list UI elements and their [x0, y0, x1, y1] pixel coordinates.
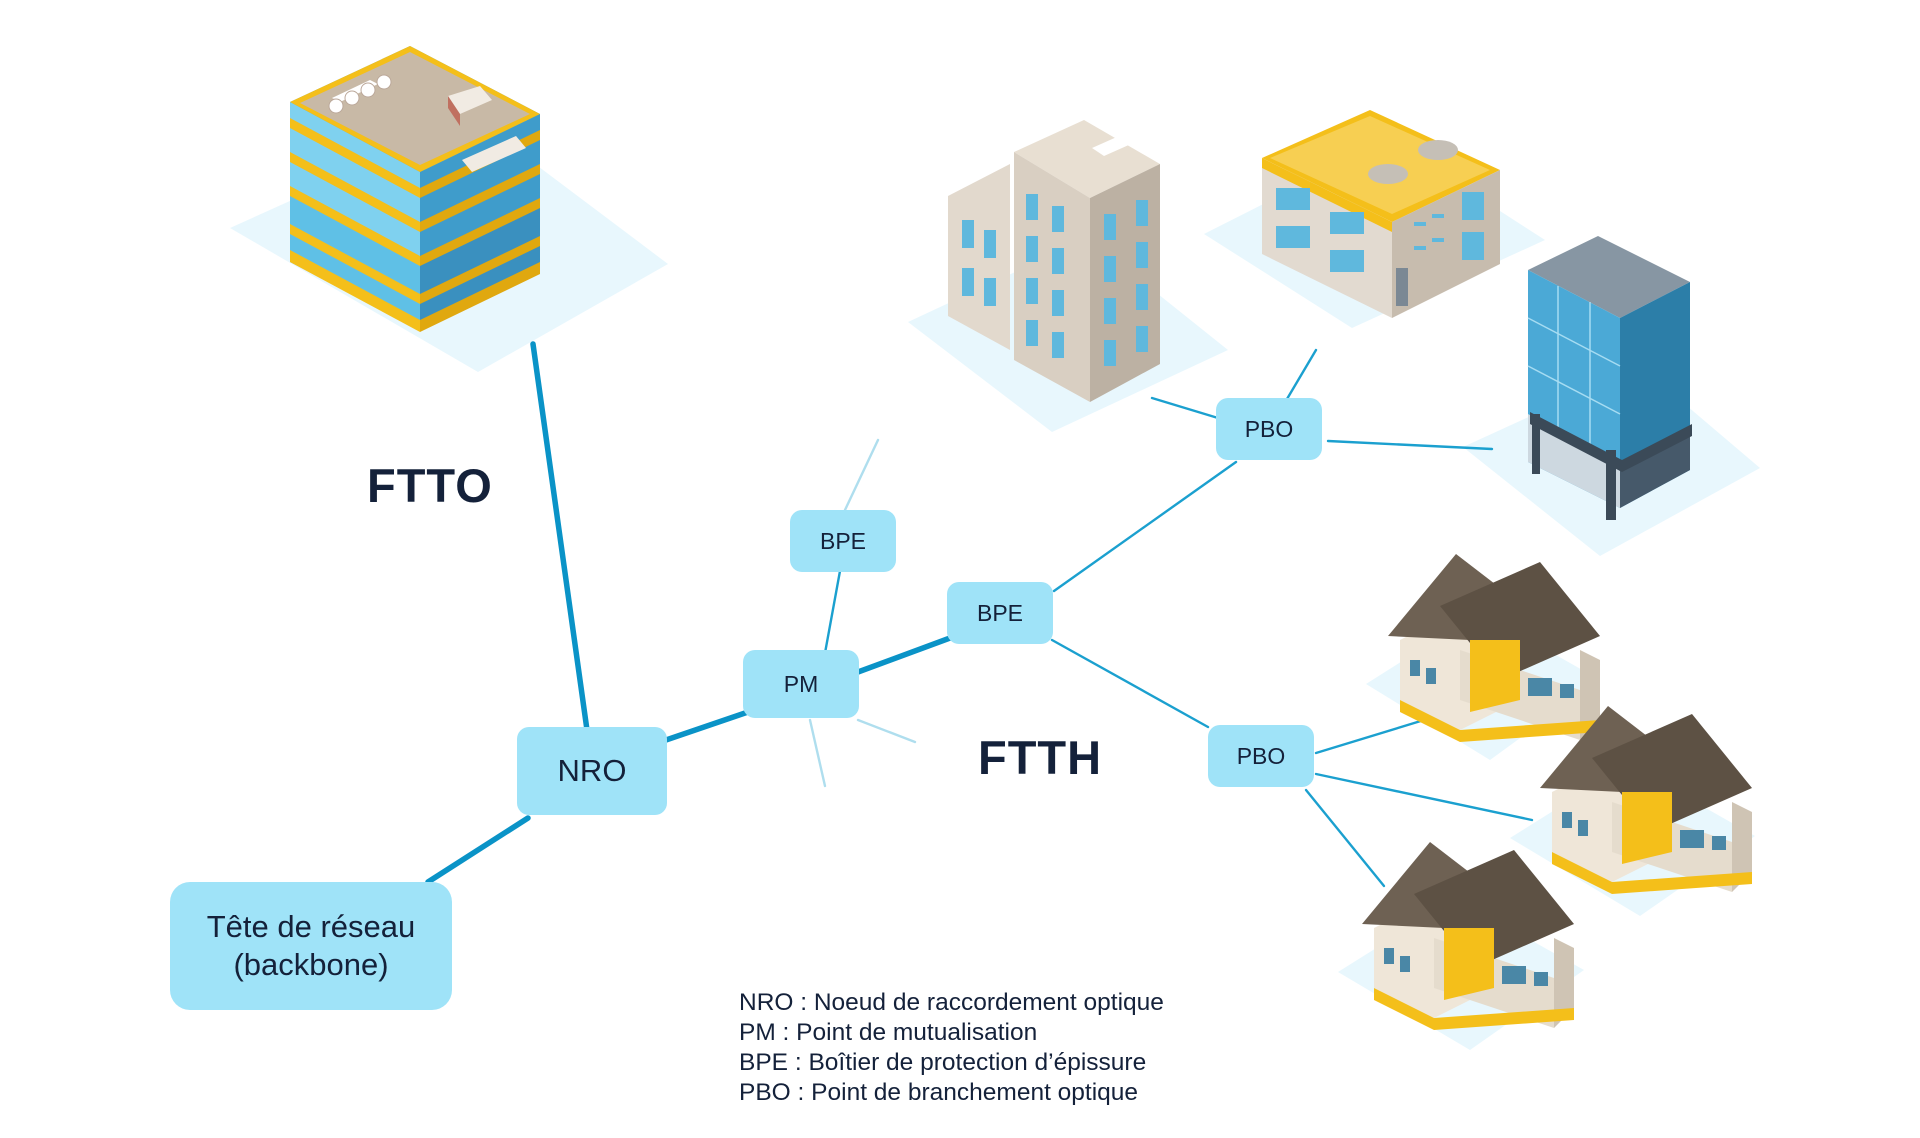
- rooftop-fan-icon: [344, 90, 360, 106]
- legend-item-pbo: PBO : Point de branchement optique: [739, 1079, 1139, 1106]
- rooftop-fan-icon: [376, 74, 392, 90]
- pbo-houses-label: PBO: [1236, 742, 1286, 769]
- pbo-houses-node: PBO: [1208, 725, 1314, 787]
- legend: NRO : Noeud de raccordement optique PM :…: [739, 988, 1164, 1108]
- rooftop-fan-icon: [328, 98, 344, 114]
- link-pbo-flatroof: [1285, 348, 1318, 401]
- ftto-zone-label: FTTO: [367, 459, 493, 512]
- link-pbo-house-1: [1314, 718, 1426, 755]
- link-pbo-apartment: [1150, 396, 1220, 420]
- backbone-label-line1: Tête de réseau: [206, 909, 416, 944]
- link-pbo-house-3: [1304, 788, 1386, 888]
- link-pm-stub-down: [808, 718, 827, 788]
- link-bpe-pbo-houses: [1050, 638, 1210, 729]
- bpe-main-label: BPE: [976, 599, 1024, 626]
- pbo-buildings-node: PBO: [1216, 398, 1322, 460]
- ftth-zone-label: FTTH: [978, 731, 1103, 784]
- link-pbo-house-2: [1314, 772, 1534, 822]
- link-pm-bpe-top: [823, 569, 842, 655]
- backbone-label-line2: (backbone): [233, 947, 389, 982]
- nro-node: NRO: [517, 727, 667, 815]
- pm-node: PM: [743, 650, 859, 718]
- link-backbone-nro: [425, 815, 531, 885]
- link-office-nro: [530, 341, 590, 733]
- link-nro-pm: [663, 709, 751, 743]
- backbone-node: Tête de réseau (backbone): [170, 882, 452, 1010]
- link-pm-stub-right: [856, 718, 917, 744]
- rooftop-tank-icon: [1418, 140, 1458, 160]
- bpe-main-node: BPE: [947, 582, 1053, 644]
- glass-tower-icon: [1527, 236, 1692, 520]
- rooftop-fan-icon: [360, 82, 376, 98]
- house-icon: [1388, 554, 1600, 742]
- legend-item-pm: PM : Point de mutualisation: [739, 1019, 1038, 1046]
- link-bpe-top-stub: [843, 438, 880, 512]
- legend-item-nro: NRO : Noeud de raccordement optique: [739, 989, 1164, 1016]
- bpe-top-label: BPE: [819, 527, 867, 554]
- legend-item-bpe: BPE : Boîtier de protection d’épissure: [739, 1049, 1147, 1076]
- link-pbo-tower: [1326, 439, 1494, 451]
- apartment-building-icon: [948, 120, 1160, 402]
- pm-label: PM: [783, 670, 819, 697]
- link-pm-bpe: [855, 635, 953, 675]
- fiber-links: [425, 341, 1534, 888]
- pbo-buildings-label: PBO: [1244, 415, 1294, 442]
- bpe-top-node: BPE: [790, 510, 896, 572]
- flat-roof-building-icon: [1262, 110, 1500, 318]
- rooftop-tank-icon: [1368, 164, 1408, 184]
- office-building-icon: [290, 46, 540, 332]
- nro-label: NRO: [557, 753, 627, 788]
- link-bpe-pbo-buildings: [1052, 460, 1238, 593]
